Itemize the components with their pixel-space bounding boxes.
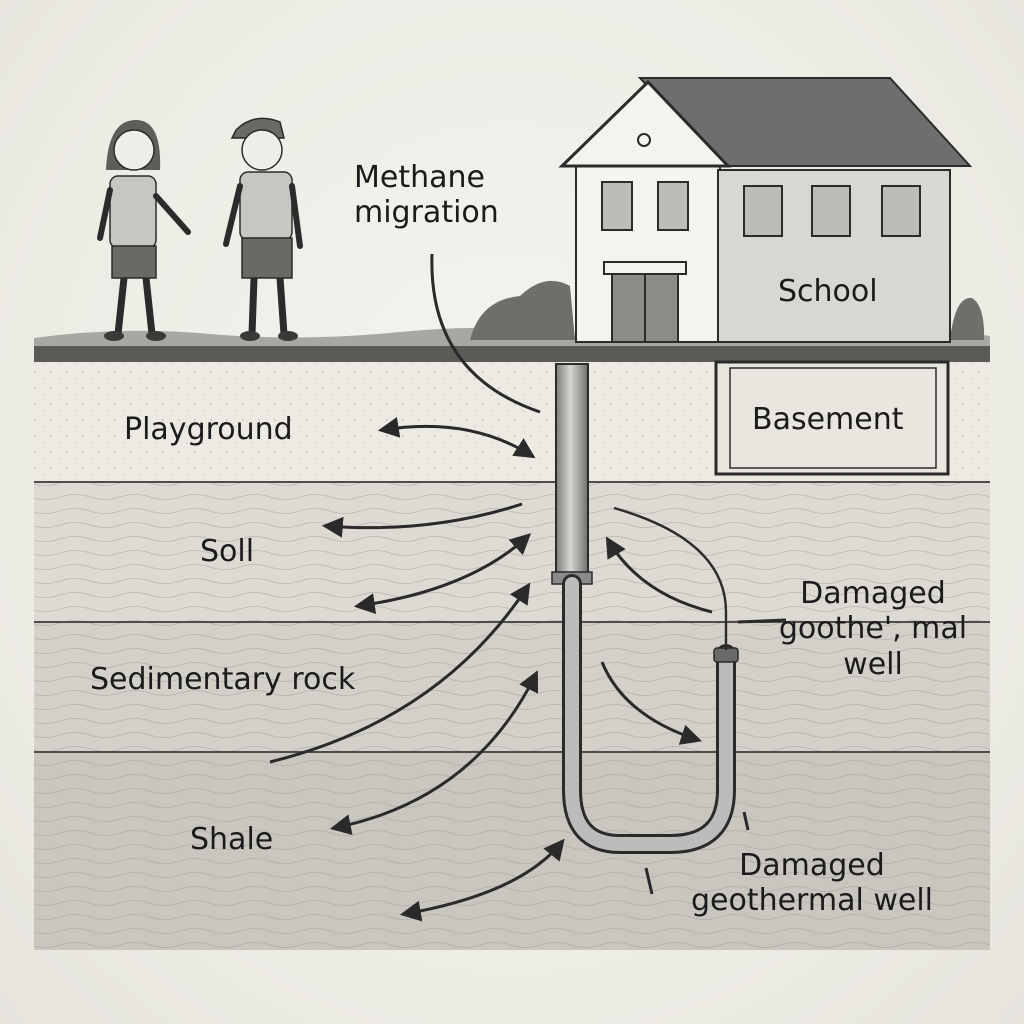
flow-arrow [605,536,713,614]
school-window [881,185,921,237]
flow-arrow [321,502,523,538]
sedimentary-rock-label: Sedimentary rock [90,662,356,697]
bush [470,280,575,340]
playground-label: Playground [124,412,293,447]
damaged-well-upper-label: Damaged goothe', mal well [778,576,968,682]
methane-migration-label: Methane migration [354,160,499,231]
basement-outline [714,360,950,476]
bush [950,297,985,340]
school-window [657,181,689,231]
flow-arrow [377,416,536,459]
flow-arrow [399,838,565,922]
child-girl [97,120,191,341]
school-building [558,77,973,343]
child-boy [223,117,303,341]
geothermal-well-pipe [551,363,739,854]
school-gable [558,79,732,168]
flow-arrow [600,661,702,745]
soil-label: Soll [200,534,255,569]
school-window [743,185,783,237]
damaged-pipe-section [613,506,728,650]
school-door-canopy [603,261,687,275]
well-casing [555,363,589,583]
basement-label: Basement [752,402,904,437]
ground-surface [34,280,990,362]
methane-label-pointer [430,253,541,414]
school-label: School [778,274,878,309]
school-window [811,185,851,237]
damaged-well-lower-label: Damaged geothermal well [690,848,934,919]
flow-arrow [353,533,532,615]
flow-arrow [329,670,538,835]
label-leader [644,867,654,895]
label-leader [742,811,750,831]
shale-label: Shale [190,822,274,857]
methane-flow-arrows [269,253,787,922]
gable-window [637,133,651,147]
school-window [601,181,633,231]
label-leader [737,618,787,624]
